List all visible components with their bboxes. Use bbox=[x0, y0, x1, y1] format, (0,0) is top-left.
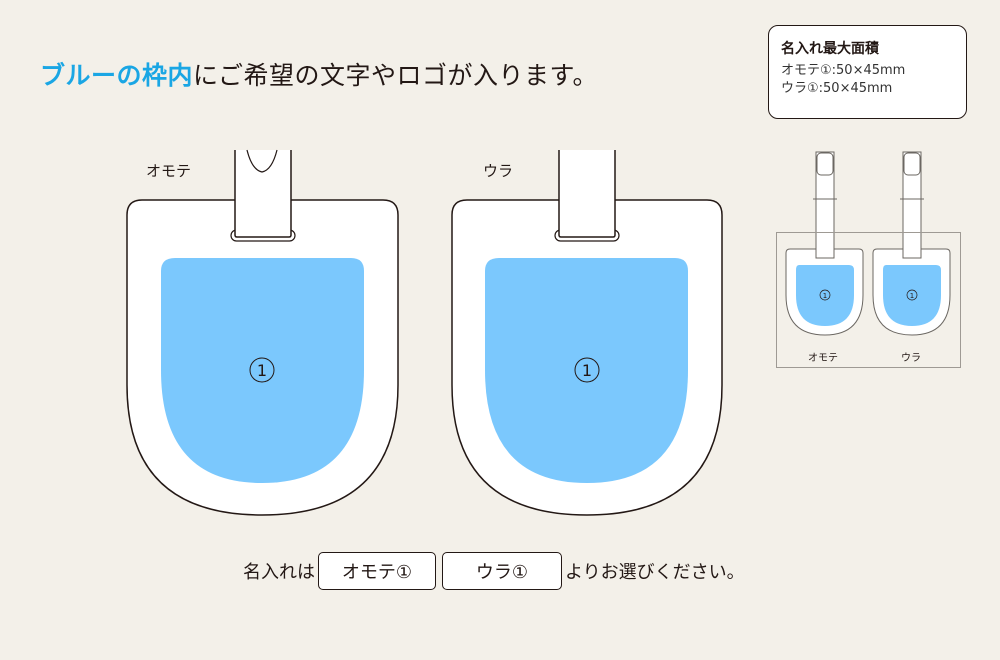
tag-back-label: ウラ bbox=[483, 162, 514, 180]
tag-back: 1 bbox=[451, 150, 723, 516]
tag-front-label: オモテ bbox=[146, 162, 192, 180]
info-box-line-front: オモテ①:50×45mm bbox=[781, 63, 906, 78]
info-box-title: 名入れ最大面積 bbox=[781, 41, 879, 57]
tag-front: 1 bbox=[126, 149, 399, 516]
max-area-info-box: 名入れ最大面積 オモテ①:50×45mm ウラ①:50×45mm bbox=[768, 25, 967, 119]
selection-suffix: よりお選びください。 bbox=[565, 562, 745, 583]
selection-row: 名入れは オモテ① ウラ① よりお選びください。 bbox=[243, 552, 745, 590]
option-front-button[interactable]: オモテ① bbox=[318, 552, 436, 590]
info-box-line-back: ウラ①:50×45mm bbox=[781, 81, 893, 96]
svg-text:1: 1 bbox=[823, 292, 827, 300]
headline-accent: ブルーの枠内 bbox=[40, 61, 194, 90]
thumbnail-back: 1 bbox=[872, 151, 951, 336]
thumbnail-front-label: オモテ bbox=[808, 353, 838, 364]
thumbnail-frame bbox=[776, 232, 961, 368]
svg-text:1: 1 bbox=[582, 361, 592, 380]
headline-rest: にご希望の文字やロゴが入ります。 bbox=[193, 61, 599, 90]
thumbnail-back-label: ウラ bbox=[901, 353, 921, 364]
thumbnail-front: 1 bbox=[785, 151, 864, 336]
headline: ブルーの枠内にご希望の文字やロゴが入ります。 bbox=[40, 56, 598, 92]
selection-prefix: 名入れは bbox=[243, 562, 315, 583]
option-back-button[interactable]: ウラ① bbox=[442, 552, 562, 590]
svg-text:1: 1 bbox=[910, 292, 914, 300]
svg-text:1: 1 bbox=[257, 361, 267, 380]
